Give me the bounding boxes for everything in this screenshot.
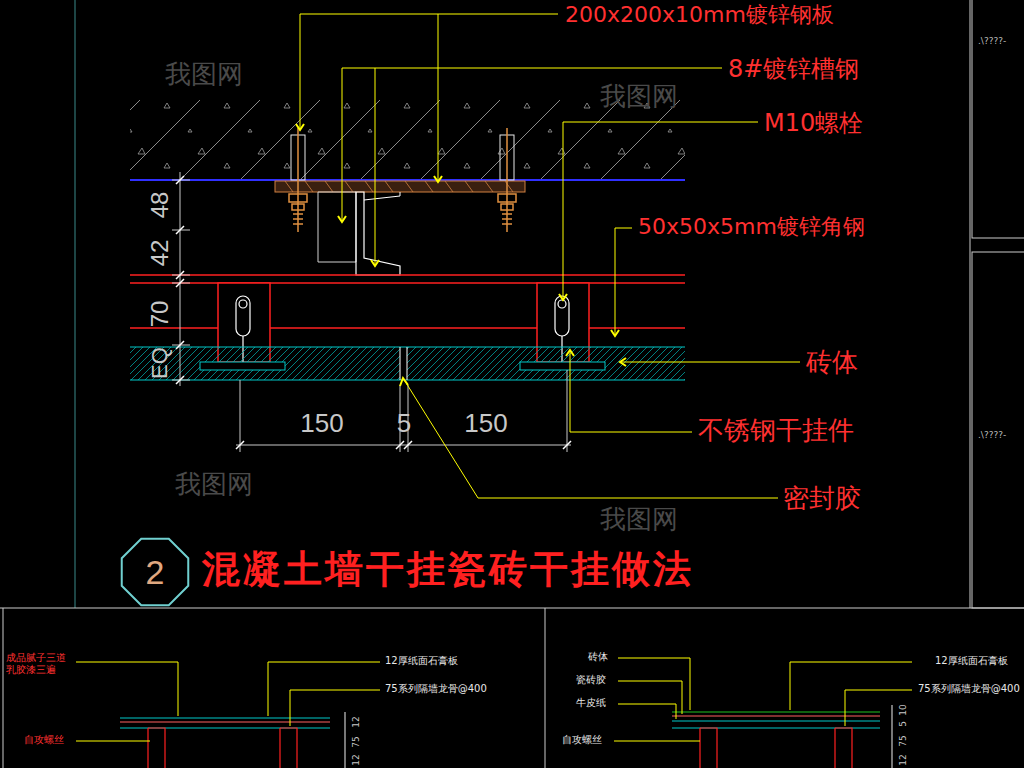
- callout-label: 75系列隔墙龙骨@400: [385, 683, 487, 695]
- callout-label: 成品腻子三道 乳胶漆三遍: [6, 652, 70, 675]
- dimension-text: 10: [898, 704, 908, 715]
- callout-label: 12厚纸面石膏板: [385, 655, 458, 667]
- callout-label: .\????-: [978, 36, 1006, 46]
- dimension-text: 12: [351, 716, 361, 727]
- dimension-text: 5: [397, 409, 411, 439]
- callout-label: 不锈钢干挂件: [698, 416, 854, 446]
- callout-label: 砖体: [806, 348, 858, 378]
- callout-octagon: 2: [117, 534, 193, 610]
- callout-label: 自攻螺丝: [562, 734, 602, 746]
- dimension-text: EQ: [147, 347, 172, 379]
- callout-label: 砖体: [588, 651, 608, 663]
- callout-label: 200x200x10mm镀锌钢板: [565, 2, 834, 27]
- octagon-path: [122, 539, 189, 606]
- drawing-title: 混凝土墙干挂瓷砖干挂做法: [202, 548, 694, 592]
- dimension-text: 12: [351, 754, 361, 765]
- watermark: 我图网: [175, 470, 253, 500]
- watermark: 我图网: [600, 82, 678, 112]
- callout-number: 2: [146, 553, 165, 592]
- callout-label: 75系列隔墙龙骨@400: [918, 683, 1020, 695]
- callout-label: 瓷砖胶: [576, 674, 606, 686]
- dimension-text: 48: [146, 192, 174, 219]
- watermark: 我图网: [600, 505, 678, 535]
- dimension-text: 75: [898, 735, 908, 746]
- callout-label: 牛皮纸: [576, 697, 606, 709]
- callout-label: 12厚纸面石膏板: [935, 655, 1008, 667]
- callout-label: 8#镀锌槽钢: [728, 56, 859, 84]
- dimension-text: 70: [146, 301, 174, 328]
- callout-label: 50x50x5mm镀锌角钢: [638, 214, 865, 239]
- dimension-text: 42: [146, 240, 174, 267]
- dimension-text: 75: [351, 736, 361, 747]
- callout-label: .\????-: [978, 430, 1006, 440]
- dimension-text: 150: [300, 409, 343, 439]
- callout-label: M10螺栓: [764, 110, 863, 138]
- dimension-text: 150: [464, 409, 507, 439]
- callout-label: 密封胶: [783, 484, 861, 514]
- dimension-text: 5: [898, 721, 908, 727]
- watermark: 我图网: [165, 60, 243, 90]
- dimension-text: 12: [898, 754, 908, 765]
- callout-label: 自攻螺丝: [24, 734, 64, 746]
